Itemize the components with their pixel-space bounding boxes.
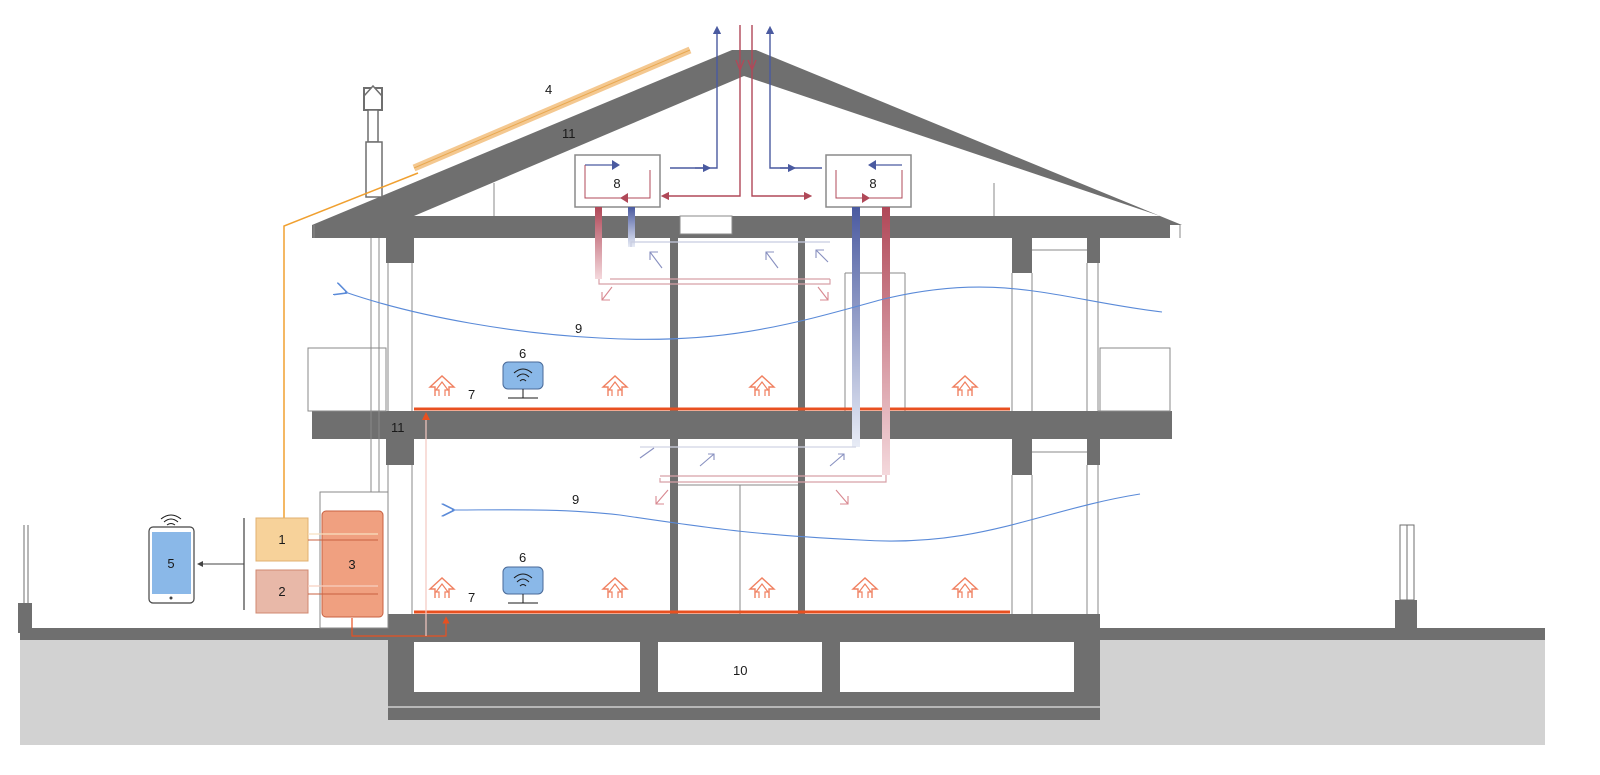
tablet: 5 bbox=[148, 514, 195, 604]
ventilation-unit-left: 8 bbox=[574, 154, 661, 208]
solar-panel-edge bbox=[413, 49, 691, 169]
basement bbox=[388, 628, 1100, 720]
horizontal-ducts-upper bbox=[598, 241, 831, 285]
floor-heating-lower-label: 7 bbox=[468, 590, 475, 605]
insulation-roof-label: 11 bbox=[562, 126, 576, 141]
vent-arrows bbox=[601, 249, 849, 505]
control-unit-label: 1 bbox=[278, 532, 285, 547]
basement-label: 10 bbox=[733, 663, 747, 678]
airflow-upper bbox=[345, 287, 1163, 340]
ventilation-unit-right: 8 bbox=[825, 154, 912, 208]
wifi-icon bbox=[160, 514, 182, 526]
insulation-slab-label: 11 bbox=[391, 420, 405, 435]
roof-exhaust-ducts bbox=[660, 25, 822, 201]
vertical-ducts bbox=[595, 207, 890, 475]
tablet-label: 5 bbox=[167, 556, 174, 571]
thermostat-lower bbox=[502, 566, 544, 604]
airflow-upper-label: 9 bbox=[575, 321, 582, 336]
solar-panel-label: 4 bbox=[545, 82, 552, 97]
heating-pipe-arrow bbox=[422, 412, 430, 420]
thermostat-lower-label: 6 bbox=[519, 550, 526, 565]
fence-left bbox=[23, 525, 29, 603]
ventilation-unit-left-label: 8 bbox=[613, 176, 620, 191]
airflow-lower bbox=[452, 493, 1141, 542]
thermostat-upper-label: 6 bbox=[519, 346, 526, 361]
thermostat-upper bbox=[502, 361, 544, 399]
chimney bbox=[363, 84, 383, 520]
airflow-lower-label: 9 bbox=[572, 492, 579, 507]
heating-pipe-lower bbox=[351, 616, 450, 637]
attic-details bbox=[313, 183, 1181, 238]
storage-tank: 3 bbox=[308, 510, 384, 618]
storage-tank-label: 3 bbox=[348, 557, 355, 572]
heat-pump-label: 2 bbox=[278, 584, 285, 599]
floor-heating-upper-label: 7 bbox=[468, 387, 475, 402]
fence-right bbox=[1399, 524, 1415, 601]
control-unit: 1 bbox=[255, 517, 309, 562]
solar-line bbox=[283, 172, 419, 518]
balconies bbox=[307, 347, 1171, 412]
horizontal-ducts-lower bbox=[640, 446, 887, 483]
ventilation-unit-right-label: 8 bbox=[869, 176, 876, 191]
heat-pump: 2 bbox=[255, 569, 309, 614]
